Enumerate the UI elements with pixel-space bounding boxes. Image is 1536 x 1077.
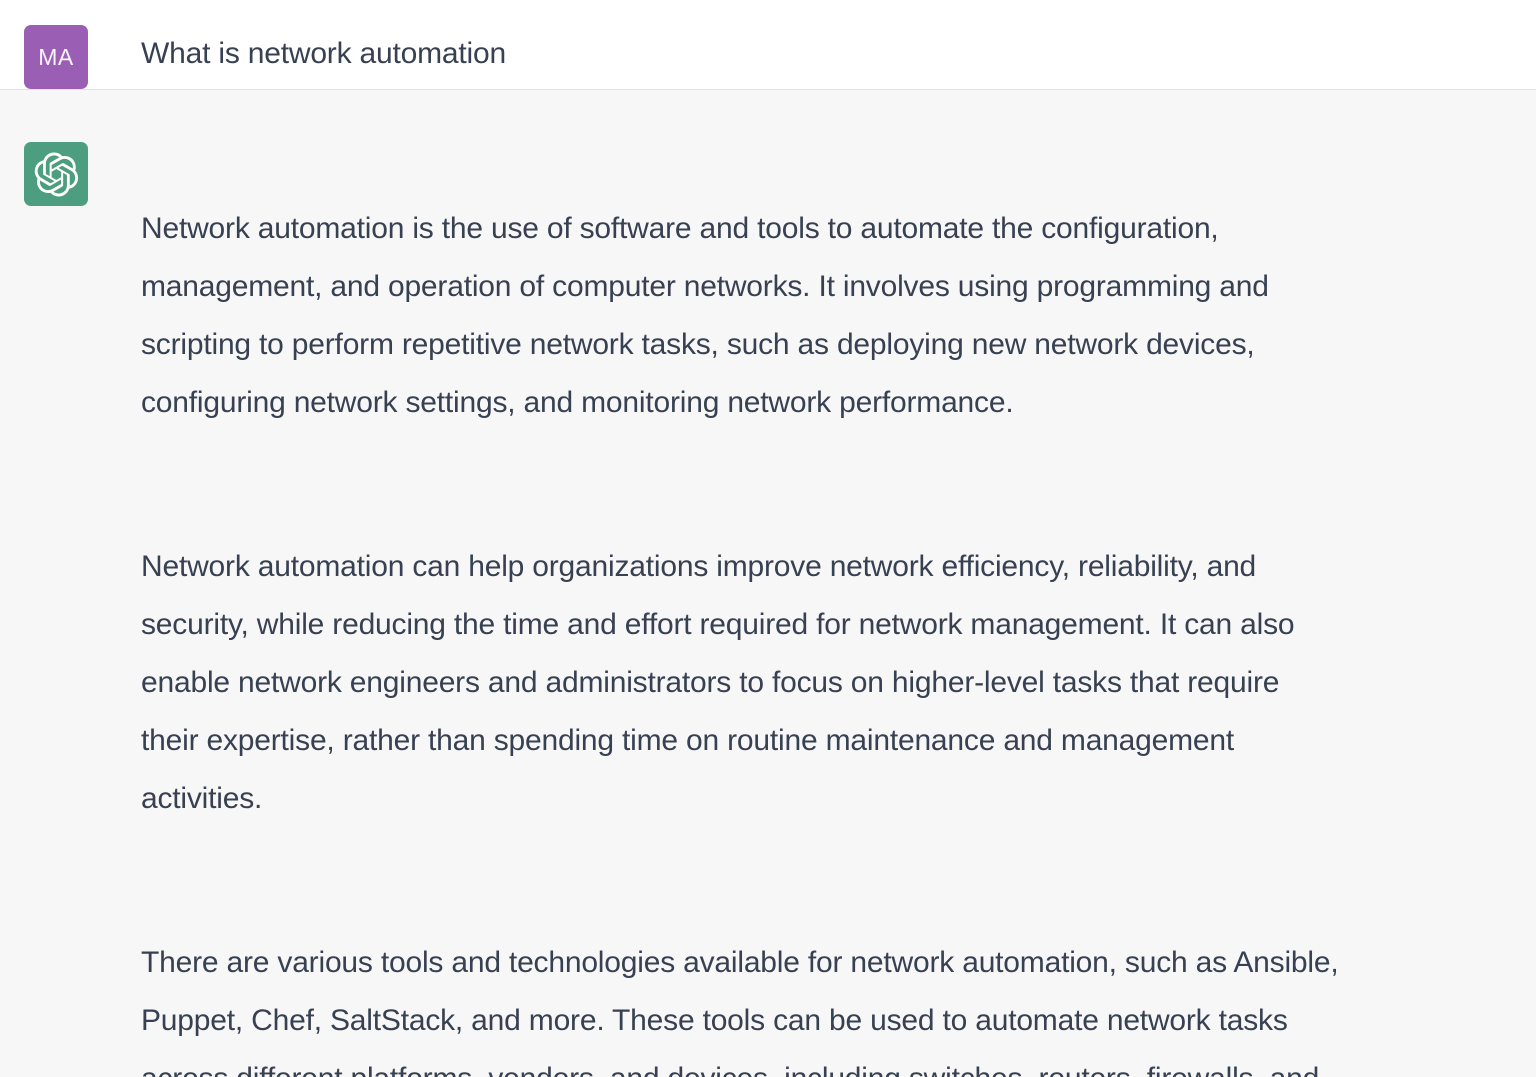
assistant-message-row: Network automation is the use of softwar… [0, 89, 1536, 1077]
user-message-row: MA What is network automation [0, 0, 1536, 89]
user-avatar: MA [24, 25, 88, 89]
user-message-text: What is network automation [141, 37, 506, 70]
assistant-paragraph-2: Network automation can help organization… [141, 550, 1295, 815]
assistant-avatar [24, 142, 88, 206]
assistant-message-text: Network automation is the use of softwar… [141, 142, 1339, 1077]
assistant-paragraph-1: Network automation is the use of softwar… [141, 212, 1269, 419]
assistant-paragraph-3: There are various tools and technologies… [141, 946, 1339, 1077]
openai-logo-icon [34, 152, 78, 196]
